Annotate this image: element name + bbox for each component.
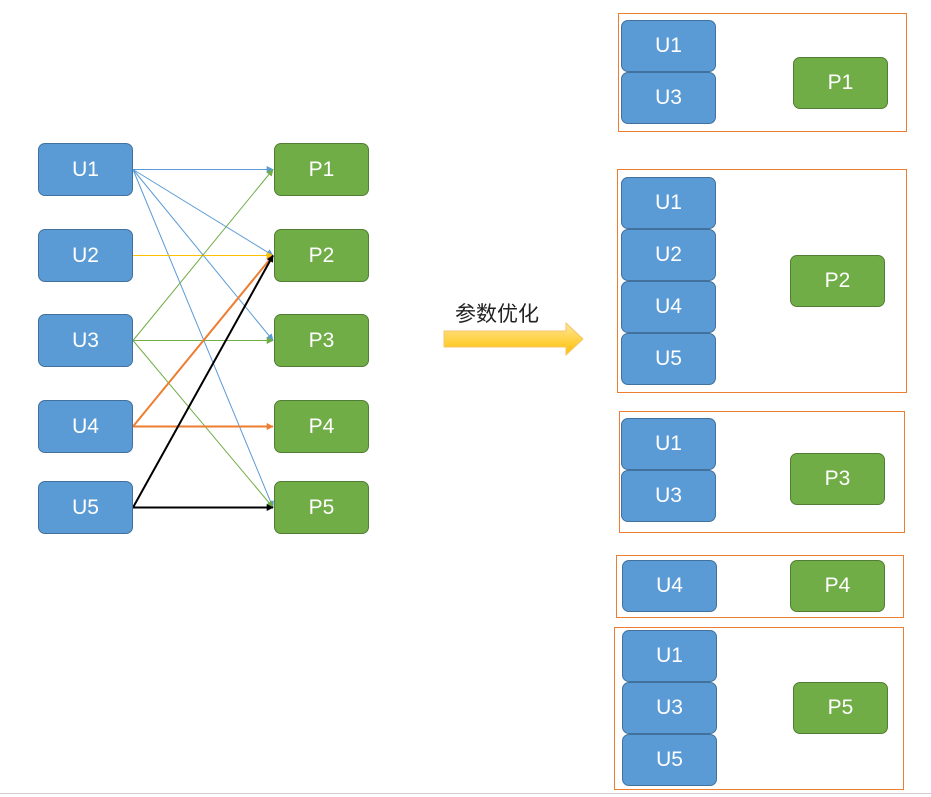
transform-label: 参数优化 <box>455 302 539 326</box>
group-p1 <box>618 13 907 132</box>
group-user-node-u4: U4 <box>622 560 717 612</box>
group-p2 <box>617 169 907 393</box>
group-user-node-u3: U3 <box>621 72 716 124</box>
product-node-p2: P2 <box>274 229 369 282</box>
product-node-p5: P5 <box>274 481 369 534</box>
group-user-node-u5: U5 <box>621 333 716 385</box>
group-user-node-u4: U4 <box>621 281 716 333</box>
group-product-node-p5: P5 <box>793 682 888 734</box>
group-product-node-p1: P1 <box>793 57 888 109</box>
product-node-p3: P3 <box>274 314 369 367</box>
edge-u1-p2 <box>132 169 274 256</box>
user-node-u4: U4 <box>38 400 133 453</box>
transform-arrow <box>443 322 584 356</box>
group-user-node-u3: U3 <box>622 682 717 734</box>
product-node-p1: P1 <box>274 143 369 196</box>
edge-u3-p5 <box>132 340 274 509</box>
group-user-node-u1: U1 <box>621 20 716 72</box>
user-node-u5: U5 <box>38 481 133 534</box>
edge-u5-p2 <box>132 254 274 508</box>
product-node-p4: P4 <box>274 400 369 453</box>
group-p4 <box>616 555 904 618</box>
edge-u1-p5 <box>132 169 274 509</box>
group-user-node-u1: U1 <box>621 418 716 470</box>
group-user-node-u1: U1 <box>622 630 717 682</box>
user-node-u1: U1 <box>38 143 133 196</box>
group-user-node-u5: U5 <box>622 734 717 786</box>
group-user-node-u1: U1 <box>621 177 716 229</box>
group-user-node-u2: U2 <box>621 229 716 281</box>
edge-u4-p2 <box>132 254 274 428</box>
user-node-u2: U2 <box>38 229 133 282</box>
divider <box>0 793 931 794</box>
group-product-node-p4: P4 <box>790 560 885 612</box>
group-p3 <box>619 411 905 533</box>
group-product-node-p3: P3 <box>790 453 885 505</box>
user-node-u3: U3 <box>38 314 133 367</box>
group-product-node-p2: P2 <box>790 255 885 307</box>
edge-u3-p1 <box>132 168 274 341</box>
group-p5 <box>614 627 904 790</box>
group-user-node-u3: U3 <box>621 470 716 522</box>
